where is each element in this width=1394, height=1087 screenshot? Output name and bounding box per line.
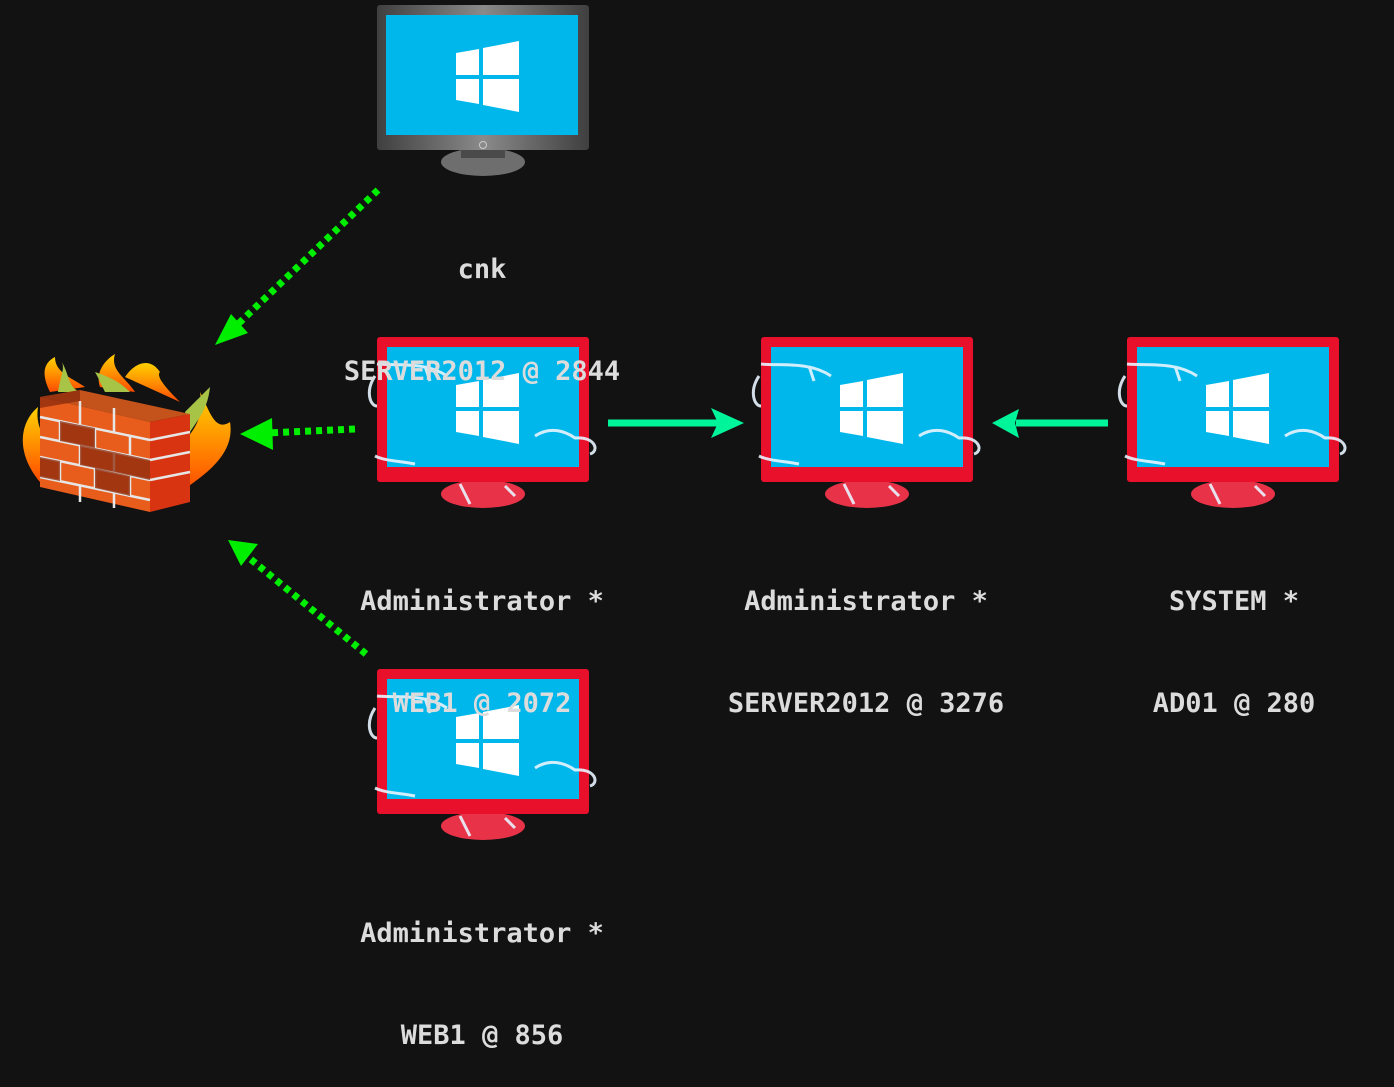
edge-ad01-280-to-server2012-3276[interactable] [992, 409, 1108, 438]
node-label-ad01-280: SYSTEM * AD01 @ 280 [1034, 517, 1394, 755]
node-host: AD01 @ 280 [1152, 688, 1316, 719]
node-host: WEB1 @ 856 [400, 1020, 564, 1051]
windows-monitor-compromised-icon [367, 669, 597, 840]
edge-cnk-to-firewall[interactable] [215, 187, 381, 345]
node-label-web1-2072: Administrator * WEB1 @ 2072 [282, 517, 682, 755]
edges-layer [215, 187, 1108, 657]
node-user: Administrator * [744, 586, 988, 617]
edge-web1-856-to-firewall[interactable] [228, 540, 369, 657]
edge-web1-2072-to-server2012-3276[interactable] [608, 408, 744, 438]
firewall-icon [22, 354, 231, 512]
node-user: SYSTEM * [1168, 586, 1300, 617]
node-host: WEB1 @ 2072 [392, 688, 572, 719]
node-user: cnk [457, 254, 507, 285]
node-label-cnk: cnk SERVER2012 @ 2844 [282, 185, 682, 423]
node-host: SERVER2012 @ 3276 [727, 688, 1005, 719]
windows-monitor-compromised-icon [367, 337, 597, 508]
windows-monitor-compromised-icon [1117, 337, 1347, 508]
node-label-server2012-3276: Administrator * SERVER2012 @ 3276 [666, 517, 1066, 755]
windows-monitor-icon [377, 5, 589, 176]
node-host: SERVER2012 @ 2844 [343, 356, 621, 387]
windows-monitor-compromised-icon [751, 337, 981, 508]
node-user: Administrator * [360, 918, 604, 949]
node-user: Administrator * [360, 586, 604, 617]
node-label-web1-856: Administrator * WEB1 @ 856 [282, 849, 682, 1087]
firewall-node[interactable] [10, 352, 240, 517]
edge-web1-2072-to-firewall[interactable] [240, 418, 356, 450]
